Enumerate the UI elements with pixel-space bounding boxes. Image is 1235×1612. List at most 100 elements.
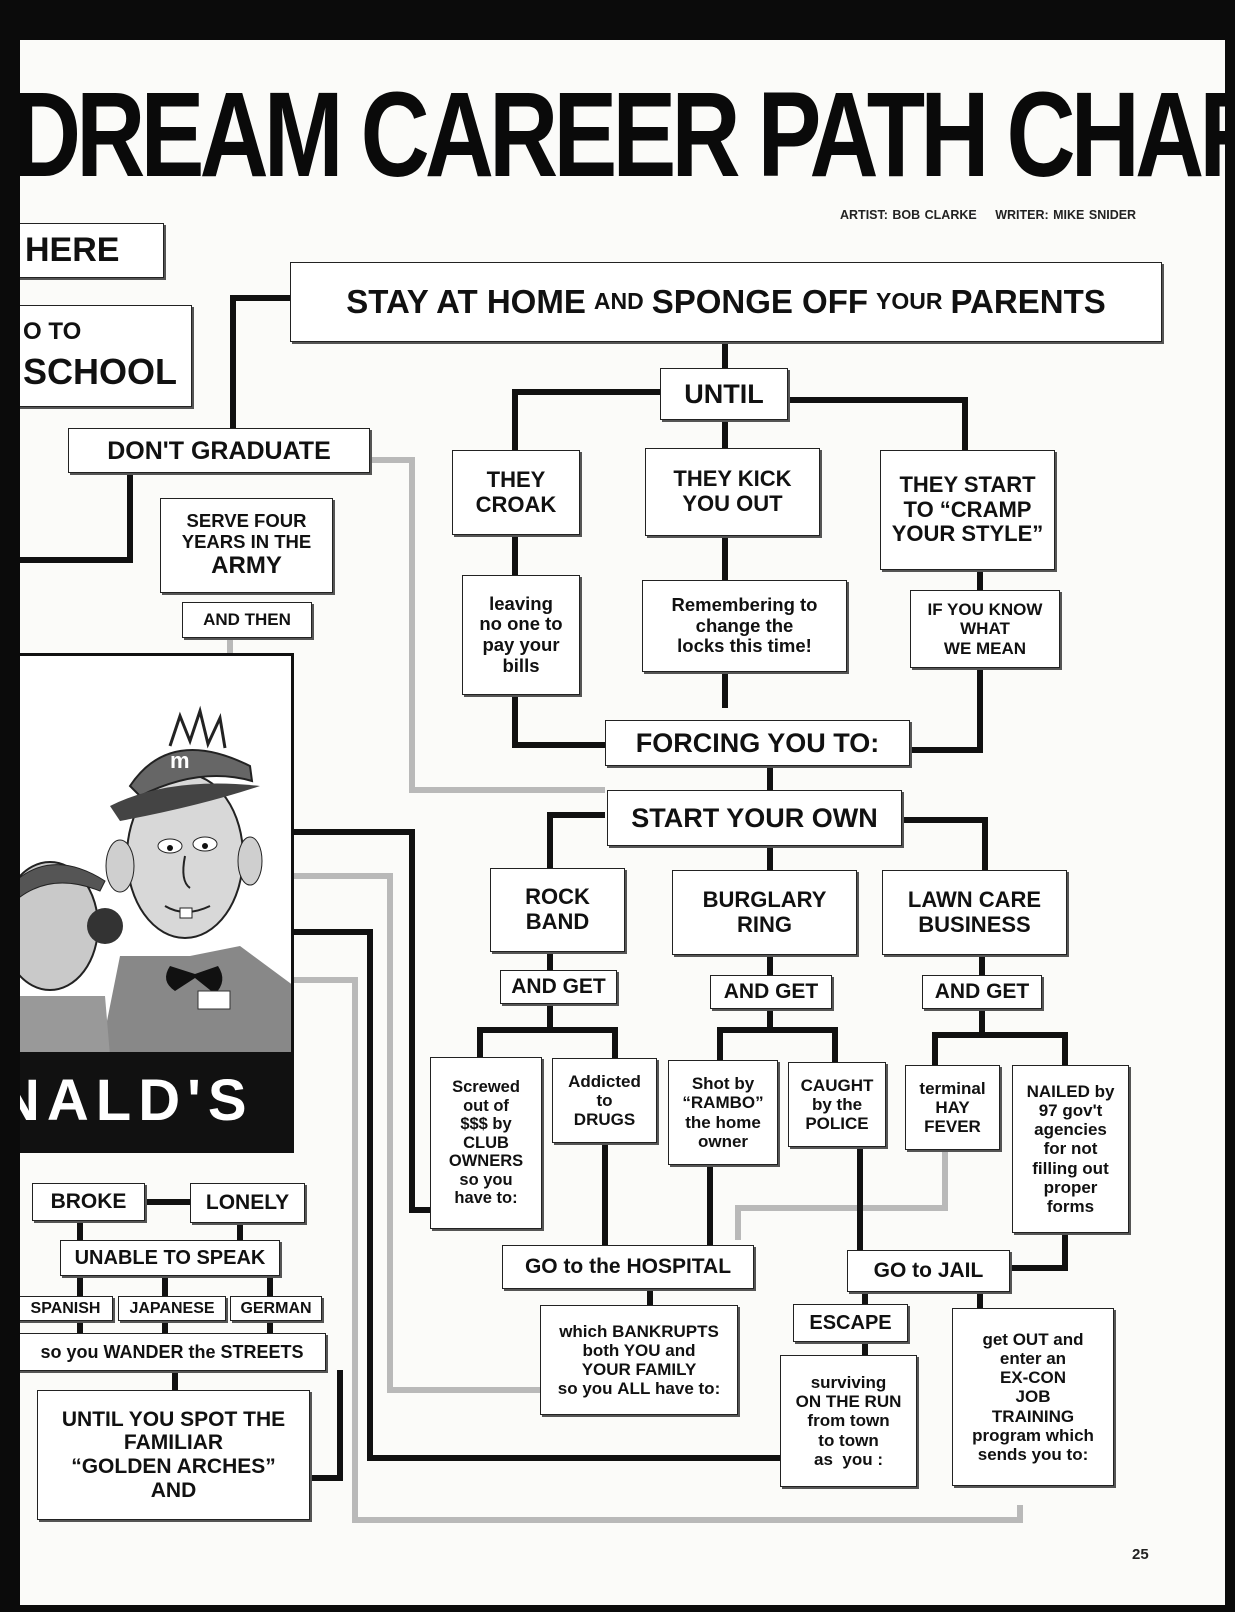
remembering-line-2: change the [695,614,794,636]
if-you-know-line-3: WE MEAN [943,638,1027,658]
connector-mc-run [290,929,780,1461]
german-box: GERMAN [230,1296,322,1321]
connector-grey-graduate-forcing [370,457,605,793]
mcdonalds-workers-icon: m [20,705,291,1056]
army-line-3: ARMY [211,551,282,579]
army-line-2: YEARS IN THE [181,531,312,553]
bankrupts-have-to: have to: [650,1379,721,1399]
addicted-line-1: Addicted [568,1071,641,1091]
if-you-know-line-2: WHAT [960,619,1010,639]
jail-p2: JAIL [937,1259,984,1283]
leaving-box: leaving no one to pay your bills [462,575,580,695]
stay-home-p3: SPONGE OFF [651,282,869,320]
nailed-line-2: 97 gov't [1038,1101,1103,1121]
and-then-box: AND THEN [182,602,312,638]
jail-p1: GO to [873,1259,938,1283]
nailed-line-1: NAILED by [1027,1082,1115,1101]
screwed-line-2: out of [463,1096,509,1115]
screwed-box: Screwed out of $$$ by CLUB OWNERS so you… [430,1057,542,1229]
croak-line-2: CROAK [475,491,557,517]
surviving-line-2: ON THE RUN [795,1392,902,1412]
golden-arches-line-1: UNTIL YOU SPOT THE [61,1407,286,1431]
ex-con-line-3: EX-CON [999,1368,1067,1388]
forcing-box: FORCING YOU TO: [605,720,910,766]
start-own-box: START YOUR OWN [607,790,902,846]
leaving-line-1: leaving [489,592,553,614]
nailed-box: NAILED by 97 gov't agencies for not fill… [1012,1065,1129,1233]
go-to-text: O TO [23,318,82,346]
caught-box: CAUGHT by the POLICE [788,1062,886,1147]
wander-p1: so you [40,1341,104,1362]
bankrupts-line-2: both YOU and [582,1340,696,1360]
army-line-1: SERVE FOUR [186,510,307,532]
nailed-by: by [1089,1082,1115,1102]
screwed-line-5: OWNERS [448,1152,524,1171]
golden-arches-line-4: AND [150,1478,197,1502]
stay-home-box: STAY AT HOME AND SPONGE OFF YOUR PARENTS [290,262,1162,342]
lonely-box: LONELY [190,1183,305,1223]
nailed-line-6: proper [1043,1177,1098,1197]
remembering-line-1: Remembering to [671,593,818,615]
connector-until-branch [512,389,660,450]
addicted-line-2: to [596,1090,613,1110]
caught-line-2: by the [811,1094,863,1114]
ex-con-line-7: sends you to: [977,1444,1089,1464]
bankrupts-so-you: so you [557,1379,618,1399]
page-title: DREAM CAREER PATH CHART [20,66,1225,202]
and-get-2-text: AND GET [723,980,819,1004]
wander-p2: WANDER [103,1341,184,1362]
unable-speak-box: UNABLE TO SPEAK [60,1240,280,1276]
hay-fever-line-3: FEVER [924,1117,981,1137]
japanese-box: JAPANESE [118,1296,226,1321]
connector-grey-mc-2 [290,977,1023,1523]
bankrupts-all: ALL [617,1379,651,1399]
surviving-line-5: as you : [814,1449,883,1469]
if-you-know-box: IF YOU KNOW WHAT WE MEAN [910,590,1060,668]
page-number: 25 [1132,1546,1149,1563]
caught-line-1: CAUGHT [800,1075,874,1095]
start-here-text: HERE [25,231,120,270]
screwed-line-6: so you [459,1170,513,1189]
stay-home-p4: YOUR [876,288,943,315]
stay-home-p2: AND [593,288,644,315]
and-get-box-3: AND GET [922,975,1042,1009]
mcdonalds-text: NALD'S [20,1068,254,1133]
nailed-line-5: filling out [1032,1158,1109,1178]
until-box: UNTIL [660,368,788,420]
addicted-box: Addicted to DRUGS [552,1058,657,1143]
cramp-line-2: TO “CRAMP [903,496,1032,522]
jail-box: GO to JAIL [847,1250,1010,1292]
leaving-line-3: pay your [482,634,560,655]
surviving-line-3: from town [807,1411,890,1431]
mcdonalds-banner: NALD'S [20,1052,291,1150]
burglary-line-1: BURGLARY [702,886,827,912]
connector-graduate [20,470,133,563]
go-to-school-box: O TO SCHOOL [20,305,192,407]
escape-text: ESCAPE [809,1311,892,1334]
kick-out-line-2: YOU OUT [682,491,783,516]
magazine-page: DREAM CAREER PATH CHART ARTIST: BOB CLAR… [20,40,1225,1605]
serve-army-box: SERVE FOUR YEARS IN THE ARMY [160,498,333,593]
japanese-text: JAPANESE [129,1299,215,1317]
wander-box: so you WANDER the STREETS [20,1333,326,1371]
remembering-box: Remembering to change the locks this tim… [642,580,847,672]
lawn-care-box: LAWN CARE BUSINESS [882,870,1067,955]
surviving-box: surviving ON THE RUN from town to town a… [780,1355,917,1487]
shot-line-4: owner [697,1131,749,1151]
golden-arches-line-3: “GOLDEN ARCHES” [71,1455,276,1478]
bankrupts-box: which BANKRUPTS both YOU and YOUR FAMILY… [540,1305,738,1415]
forcing-text: FORCING YOU TO: [635,727,880,758]
lawn-care-line-1: LAWN CARE [907,886,1042,912]
surviving-line-4: to town [818,1430,879,1450]
they-croak-box: THEY CROAK [452,450,580,535]
flowchart-connectors [20,295,1068,1523]
shot-line-2: “RAMBO” [682,1093,764,1113]
and-then-text: AND THEN [203,610,291,630]
connector-home-school [230,295,290,428]
kick-out-line-1: THEY KICK [673,466,792,492]
start-own-text: START YOUR OWN [631,802,878,833]
start-here-box: HERE [20,223,164,278]
hay-fever-line-1: terminal [919,1078,986,1098]
bankrupts-line-3: YOUR FAMILY [581,1360,697,1379]
bankrupts-line-1: which BANKRUPTS [559,1321,719,1341]
